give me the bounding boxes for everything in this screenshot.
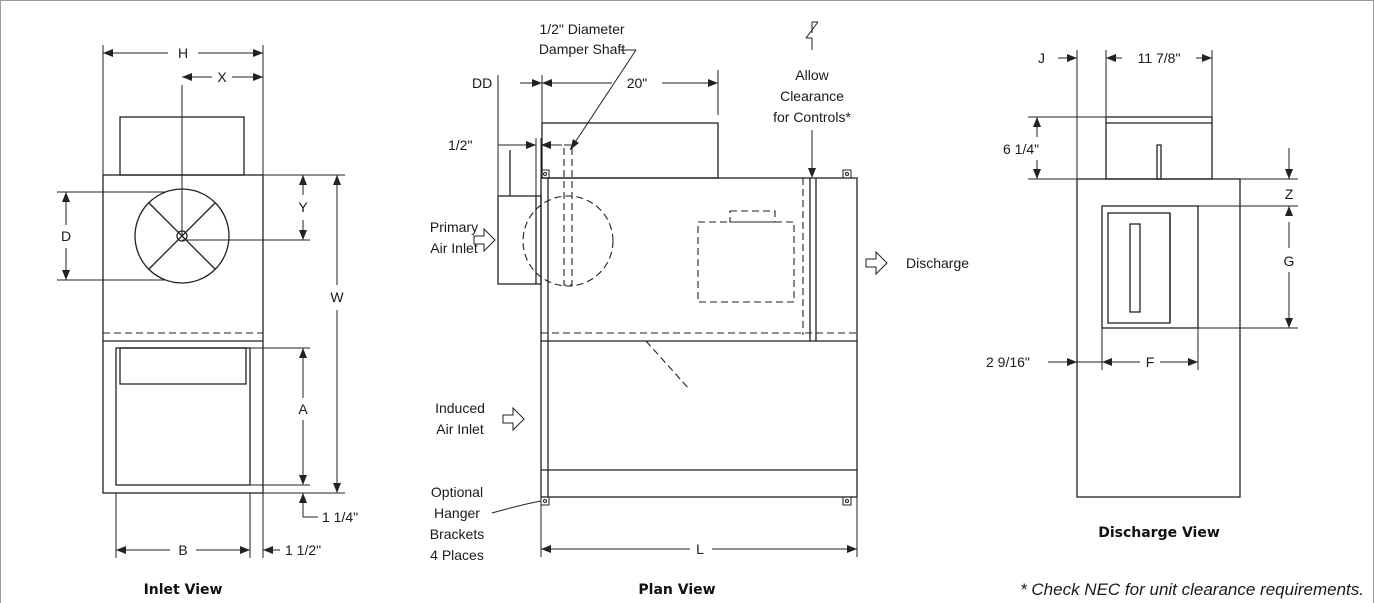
dim-B: B [178, 542, 187, 558]
discharge-arrow-icon [865, 250, 888, 276]
dim-11-7-8: 11 7/8" [1138, 50, 1181, 66]
allow-label-line3: for Controls* [773, 109, 851, 125]
allow-label-line1: Allow [795, 67, 829, 83]
dim-DD: DD [472, 75, 492, 91]
hanger-label-line4: 4 Places [430, 547, 484, 563]
dim-A: A [298, 401, 308, 417]
footnote: * Check NEC for unit clearance requireme… [1020, 580, 1364, 599]
discharge-view-title: Discharge View [1098, 525, 1220, 541]
dim-1-1-2: 1 1/2" [285, 542, 321, 558]
plan-view: DD 20" 1/2" 1/2" Diameter Damper Shaft A… [430, 21, 969, 598]
dim-G: G [1284, 253, 1295, 269]
primary-label-line1: Primary [430, 219, 478, 235]
plan-view-title: Plan View [638, 582, 715, 598]
hanger-label-line2: Hanger [434, 505, 480, 521]
damper-label-line2: Damper Shaft [539, 41, 625, 57]
primary-arrow-icon [473, 227, 496, 253]
dim-6-1-4: 6 1/4" [1003, 141, 1039, 157]
induced-arrow-icon [502, 406, 525, 432]
induced-label-line1: Induced [435, 400, 485, 416]
inlet-view-title: Inlet View [144, 582, 223, 598]
primary-label-line2: Air Inlet [430, 240, 478, 256]
hanger-label-line3: Brackets [430, 526, 484, 542]
dim-X: X [217, 69, 227, 85]
dim-1-2: 1/2" [448, 137, 472, 153]
discharge-view: J 11 7/8" 6 1/4" Z G [986, 50, 1298, 541]
dim-H: H [178, 45, 188, 61]
dim-Z: Z [1285, 186, 1294, 202]
inlet-view: H X Y D W [57, 45, 358, 598]
allow-label-line2: Clearance [780, 88, 844, 104]
dim-Y: Y [298, 199, 308, 215]
dim-D: D [61, 228, 71, 244]
dim-F: F [1146, 354, 1155, 370]
induced-label-line2: Air Inlet [436, 421, 484, 437]
dim-W: W [330, 289, 344, 305]
dim-J: J [1038, 50, 1045, 66]
dim-L: L [696, 541, 704, 557]
hanger-label-line1: Optional [431, 484, 483, 500]
damper-label-line1: 1/2" Diameter [539, 21, 624, 37]
discharge-label: Discharge [906, 255, 969, 271]
dim-1-1-4: 1 1/4" [322, 509, 358, 525]
dim-2-9-16: 2 9/16" [986, 354, 1030, 370]
dim-20: 20" [627, 75, 648, 91]
